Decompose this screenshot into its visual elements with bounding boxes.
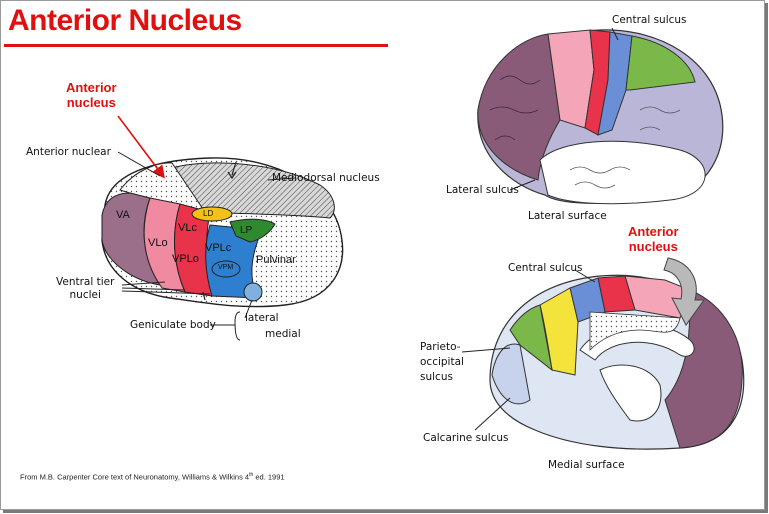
calcarine-sulcus-label: Calcarine sulcus bbox=[423, 432, 509, 444]
medial-central-sulcus-label: Central sulcus bbox=[508, 262, 583, 274]
mediodorsal-region bbox=[164, 162, 335, 219]
vpm-label: VPM bbox=[218, 264, 234, 271]
lp-region bbox=[229, 218, 276, 243]
vplc-label: VPLc bbox=[205, 242, 232, 254]
mediodorsal-label: Mediodorsal nucleus bbox=[272, 172, 380, 184]
anterior-nucleus-label-left: Anterior nucleus bbox=[66, 80, 117, 110]
pulvinar-label: Pulvinar bbox=[256, 254, 296, 266]
vlc-label: VLc bbox=[178, 222, 197, 234]
source-citation: From M.B. Carpenter Core text of Neurona… bbox=[20, 472, 285, 482]
ventral-tier-line2: nuclei bbox=[69, 289, 101, 301]
medial-label: medial bbox=[265, 328, 301, 340]
anterior-right-line1: Anterior bbox=[628, 224, 679, 239]
medial-dotted-region bbox=[589, 311, 681, 351]
va-label: VA bbox=[116, 209, 130, 221]
parieto-line3: sulcus bbox=[420, 371, 453, 383]
thalamus-diagram bbox=[101, 115, 344, 341]
parieto-line2: occipital bbox=[420, 356, 464, 368]
medial-brain bbox=[461, 257, 745, 450]
anterior-nucleus-label-right: Anterior nucleus bbox=[628, 224, 679, 254]
vplo-label: VPLo bbox=[172, 253, 199, 265]
citation-main: From M.B. Carpenter Core text of Neurona… bbox=[20, 472, 250, 482]
anterior-arrow bbox=[117, 115, 165, 179]
ventral-tier-line1: Ventral tier bbox=[56, 276, 115, 288]
lateral-temporal bbox=[539, 140, 706, 205]
anterior-label-line1: Anterior bbox=[66, 80, 117, 95]
lp-label: LP bbox=[240, 225, 253, 236]
medial-surface-caption: Medial surface bbox=[548, 459, 625, 471]
lateral-frontal bbox=[477, 33, 561, 181]
anterior-label-line2: nucleus bbox=[66, 95, 116, 110]
title-underline bbox=[4, 44, 388, 47]
anterior-nuclear-label: Anterior nuclear bbox=[26, 146, 111, 158]
medial-anterior-arrow bbox=[663, 257, 705, 326]
anterior-right-line2: nucleus bbox=[628, 239, 678, 254]
lateral-label: lateral bbox=[245, 312, 279, 324]
lateral-surface-caption: Lateral surface bbox=[528, 210, 607, 222]
medial-brainstem bbox=[599, 364, 662, 422]
ld-region bbox=[191, 206, 233, 222]
medial-green bbox=[509, 304, 553, 372]
lateral-central-sulcus-label: Central sulcus bbox=[612, 14, 687, 26]
ld-label: LD bbox=[203, 209, 214, 218]
citation-sup: th bbox=[249, 472, 254, 478]
slide-title: Anterior Nucleus bbox=[8, 4, 242, 37]
vpm-region bbox=[211, 260, 241, 278]
citation-end: ed. 1991 bbox=[253, 472, 285, 482]
vlo-label: VLo bbox=[148, 237, 168, 249]
medial-occipital bbox=[491, 343, 531, 405]
geniculate-label: Geniculate body bbox=[130, 319, 216, 331]
lateral-parietal-green bbox=[625, 35, 696, 91]
lateral-brain bbox=[477, 27, 724, 205]
parieto-occipital-label: Parieto- occipital sulcus bbox=[420, 340, 464, 385]
lateral-sulcus-label: Lateral sulcus bbox=[446, 184, 519, 196]
geniculate-lateral bbox=[243, 282, 263, 302]
parieto-line1: Parieto- bbox=[420, 341, 461, 353]
ventral-tier-label: Ventral tier nuclei bbox=[56, 276, 114, 302]
